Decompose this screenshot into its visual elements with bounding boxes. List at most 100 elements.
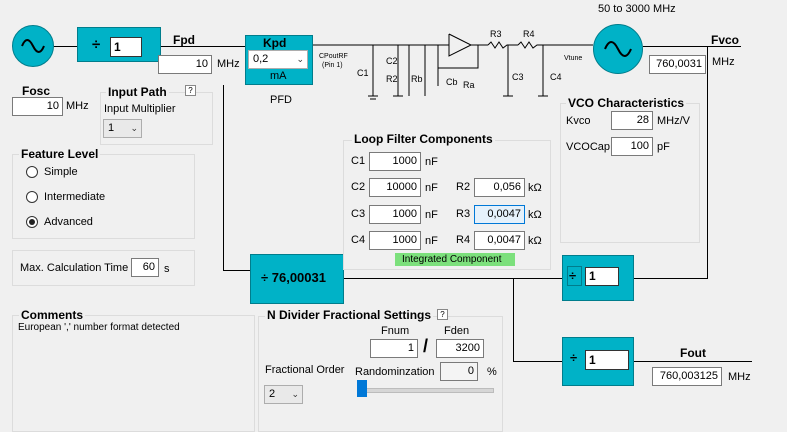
c1-label: C1 — [351, 155, 366, 167]
radio-advanced[interactable] — [26, 216, 38, 228]
kpd-value: 0,2 — [253, 53, 269, 65]
kpd-select[interactable]: 0,2 ⌄ — [248, 50, 308, 69]
kvco-value-field[interactable]: 28 — [611, 111, 653, 130]
input-multiplier-value: 1 — [108, 122, 115, 134]
r2-value-field[interactable]: 0,056 — [474, 178, 525, 197]
c1-unit: nF — [425, 156, 438, 168]
wire-feedback-left — [223, 85, 224, 270]
randomization-unit: % — [487, 366, 497, 378]
r4-label: R4 — [456, 234, 471, 246]
kvco-unit: MHz/V — [657, 115, 690, 127]
cb-schematic-label: Cb — [446, 77, 458, 87]
fout-unit: MHz — [728, 371, 751, 383]
radio-simple[interactable] — [26, 166, 38, 178]
c4-schematic-label: C4 — [550, 72, 562, 82]
n-divider-block[interactable] — [250, 254, 344, 304]
input-path-help-icon[interactable]: ? — [185, 85, 196, 96]
fout-label: Fout — [680, 346, 706, 360]
out-divider-top-symbol: ÷ — [569, 268, 577, 283]
fout-divider-symbol: ÷ — [570, 350, 578, 365]
radio-intermediate[interactable] — [26, 191, 38, 203]
radio-advanced-label: Advanced — [44, 216, 93, 228]
wire-to-out-div-top — [634, 278, 708, 279]
n-divider-label: ÷ 76,00031 — [261, 270, 326, 285]
pfd-caption: PFD — [270, 94, 292, 106]
fractional-order-label: Fractional Order — [265, 364, 345, 376]
radio-intermediate-label: Intermediate — [44, 191, 106, 203]
c3-label: C3 — [351, 208, 366, 220]
r3-value-field[interactable]: 0,0047 — [474, 205, 525, 224]
input-multiplier-select[interactable]: 1 ⌄ — [103, 119, 142, 138]
fpd-label: Fpd — [173, 33, 195, 47]
fpd-value-field[interactable]: 10 — [158, 55, 212, 74]
max-calc-value-field[interactable]: 60 — [131, 258, 159, 277]
r2-schematic-label: R2 — [386, 74, 398, 84]
loop-filter-title: Loop Filter Components — [352, 132, 495, 146]
c3-schematic-label: C3 — [512, 72, 524, 82]
fvco-value-field[interactable]: 760,0031 — [649, 55, 706, 74]
c1-value-field[interactable]: 1000 — [369, 152, 421, 171]
fout-value-field[interactable]: 760,003125 — [652, 367, 722, 386]
wire-fout-output — [634, 361, 752, 362]
input-multiplier-label: Input Multiplier — [104, 103, 176, 115]
fden-value-field[interactable]: 3200 — [436, 339, 484, 358]
randomization-slider-track[interactable] — [357, 388, 494, 393]
wire-vco-down — [707, 46, 708, 278]
randomization-value-field[interactable]: 0 — [440, 362, 478, 381]
wire-vco-output — [643, 46, 741, 47]
out-divider-top-input[interactable]: 1 — [585, 267, 619, 286]
c2-value-field[interactable]: 10000 — [369, 178, 421, 197]
r4-schematic-label: R4 — [523, 29, 535, 39]
integrated-component-label: Integrated Component — [402, 254, 502, 265]
cpout-pin-label: (Pin 1) — [322, 62, 343, 69]
loop-filter-schematic — [313, 33, 593, 100]
r3-schematic-label: R3 — [490, 29, 502, 39]
ra-schematic-label: Ra — [463, 80, 475, 90]
randomization-slider-thumb[interactable] — [357, 380, 367, 397]
c3-value-field[interactable]: 1000 — [369, 205, 421, 224]
rb-schematic-label: Rb — [411, 74, 423, 84]
out-divider-top-symbol-box — [567, 266, 582, 286]
wire-split-down — [513, 278, 514, 361]
chevron-down-icon: ⌄ — [130, 123, 138, 133]
kvco-label: Kvco — [566, 115, 591, 127]
radio-simple-label: Simple — [44, 166, 78, 178]
c4-label: C4 — [351, 234, 366, 246]
c3-unit: nF — [425, 209, 438, 221]
wire-feedback-to-ndiv — [223, 270, 250, 271]
c2-label: C2 — [351, 181, 366, 193]
fosc-value-field[interactable]: 10 — [12, 97, 63, 116]
vcocap-value-field[interactable]: 100 — [611, 137, 653, 156]
vco-range-label: 50 to 3000 MHz — [598, 3, 676, 15]
fnum-value-field[interactable]: 1 — [370, 339, 418, 358]
max-calc-unit: s — [164, 263, 170, 275]
fout-divider-input[interactable]: 1 — [585, 350, 629, 370]
c4-unit: nF — [425, 235, 438, 247]
r2-unit: kΩ — [528, 182, 542, 194]
r4-value-field[interactable]: 0,0047 — [474, 231, 525, 250]
vtune-label: Vtune — [564, 55, 583, 62]
feature-level-group — [12, 154, 195, 239]
r-divider-input[interactable]: 1 — [110, 37, 142, 57]
n-frac-help-icon[interactable]: ? — [437, 309, 448, 320]
wire-osc-to-rdiv — [54, 46, 78, 47]
max-calc-label: Max. Calculation Time — [20, 262, 129, 274]
reference-oscillator-icon — [12, 25, 54, 67]
c2-unit: nF — [425, 182, 438, 194]
c1-schematic-label: C1 — [357, 68, 369, 78]
comments-title: Comments — [19, 308, 86, 322]
vcocap-unit: pF — [657, 141, 670, 153]
fraction-slash: / — [423, 336, 429, 356]
r3-unit: kΩ — [528, 209, 542, 221]
chevron-down-icon: ⌄ — [291, 389, 299, 399]
fpd-unit: MHz — [217, 58, 240, 70]
max-calc-group — [12, 250, 195, 286]
r4-unit: kΩ — [528, 235, 542, 247]
fractional-order-select[interactable]: 2 ⌄ — [264, 385, 303, 404]
cpout-label: CPoutRF — [319, 53, 348, 60]
fvco-label: Fvco — [711, 33, 740, 47]
chevron-down-icon: ⌄ — [296, 54, 304, 64]
c4-value-field[interactable]: 1000 — [369, 231, 421, 250]
fvco-unit: MHz — [712, 56, 735, 68]
r-divider-symbol: ÷ — [92, 36, 101, 53]
